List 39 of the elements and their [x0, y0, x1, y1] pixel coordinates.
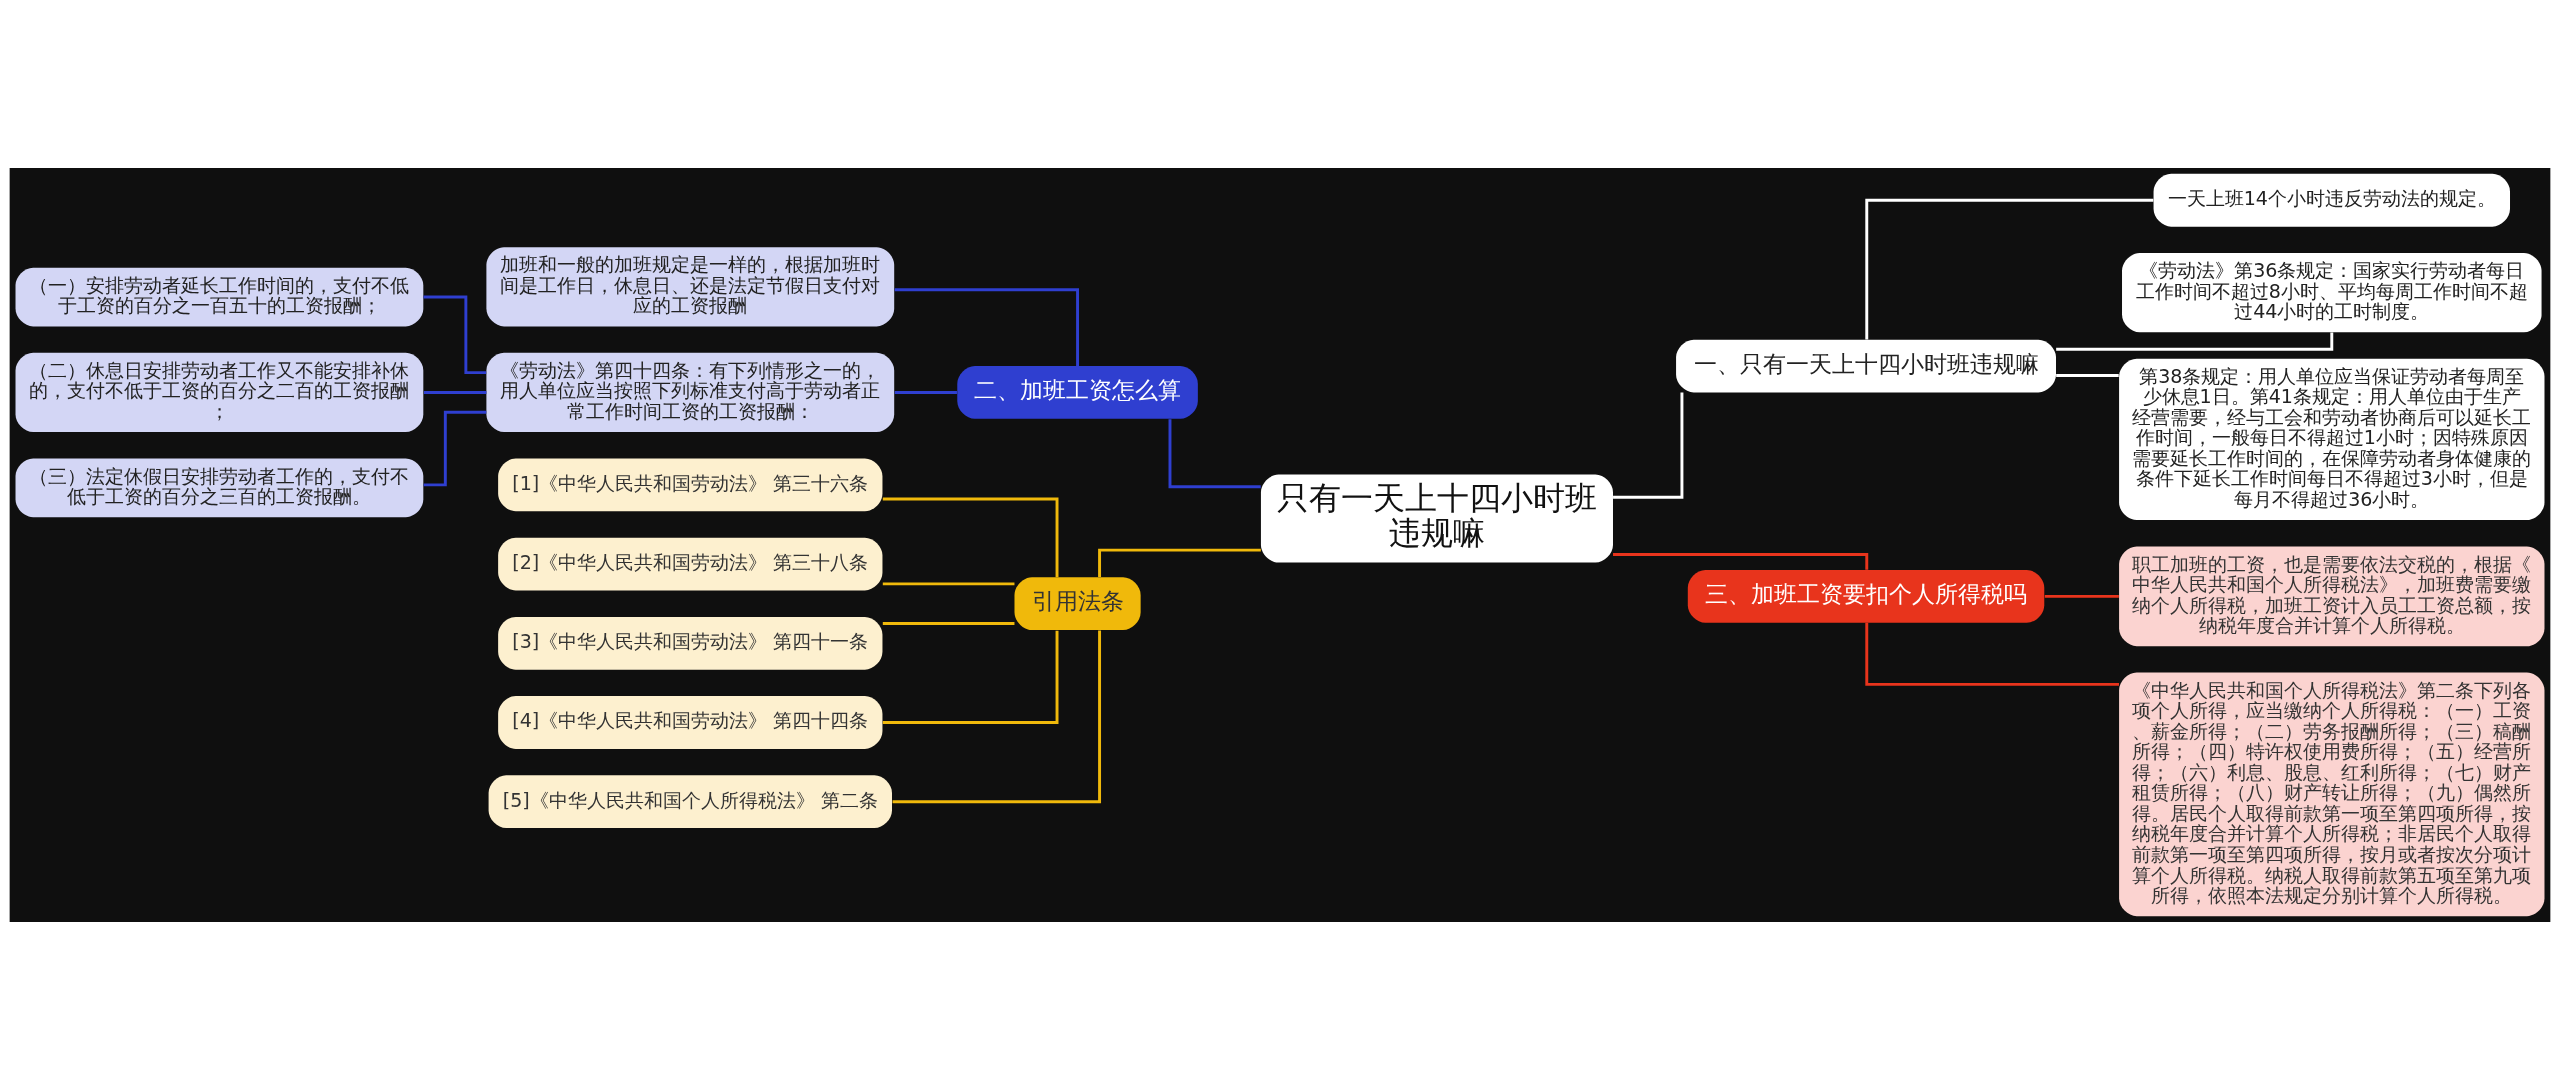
connector: [894, 390, 957, 394]
connector: [1098, 548, 1261, 577]
node-box: 《劳动法》第四十四条：有下列情形之一的，用人单位应当按照下列标准支付高于劳动者正常工作时间工资的工资报酬：: [486, 352, 895, 433]
node-box: 一天上班14个小时违反劳动法的规定。: [2153, 173, 2510, 227]
node-box: 只有一天上十四小时班违规嘛: [1260, 474, 1613, 563]
node-box: 职工加班的工资，也是需要依法交税的，根据《中华人民共和国个人所得税法》，加班费需要缴纳个人所得税，加班工资计入员工工资总额，按纳税年度合并计算个人所得税。: [2119, 546, 2545, 647]
node-box: [5]《中华人民共和国个人所得税法》 第二条: [488, 775, 892, 829]
node-box: （二）休息日安排劳动者工作又不能安排补休的，支付不低于工资的百分之二百的工资报酬；: [15, 352, 424, 433]
connector: [423, 390, 487, 394]
node-box: 引用法条: [1014, 577, 1141, 631]
node-box: [4]《中华人民共和国劳动法》 第四十四条: [498, 696, 883, 749]
node-box: 《劳动法》第36条规定：国家实行劳动者每日工作时间不超过8小时、平均每周工作时间不超过44小时的工时制度。: [2122, 253, 2542, 333]
node-box: [2]《中华人民共和国劳动法》 第三十八条: [498, 537, 883, 591]
node-box: 《中华人民共和国个人所得税法》第二条下列各项个人所得，应当缴纳个人所得税：（一）工资、薪金所得；（二）劳务报酬所得；（三）稿酬所得；（四）特许权使用费所得；（五）经营所得；（六）利息、股息、红利所得；（七）财产租赁所得；（八）财产转让所得；（九）偶然所得。居民个人取得前款第一项至第四项所得，按纳税年度合并计算个人所得税；非居民个人取得前款第一项至第四项所得，按月或者按次分项计算个人所得税。纳税人取得前款第五项至第九项所得，依照本法规定分别计算个人所得税。: [2119, 672, 2545, 917]
connector: [882, 622, 1015, 625]
node-box: [3]《中华人民共和国劳动法》 第四十一条: [498, 616, 883, 670]
node-box: 一、只有一天上十四小时班违规嘛: [1676, 339, 2056, 393]
node-box: 第38条规定：用人单位应当保证劳动者每周至少休息1日。第41条规定：用人单位由于生产经营需要，经与工会和劳动者协商后可以延长工作时间，一般每日不得超过1小时；因特殊原因需要延长工作时间的，在保障劳动者身体健康的条件下延长工作时间每日不得超过3小时，但是每月不得超过36小时。: [2119, 358, 2545, 521]
connector: [894, 288, 1080, 366]
connector: [1865, 198, 2154, 340]
node-box: 三、加班工资要扣个人所得税吗: [1687, 569, 2045, 623]
node-box: （三）法定休假日安排劳动者工作的，支付不低于工资的百分之三百的工资报酬。: [15, 458, 424, 518]
connector: [1865, 622, 2119, 686]
connector: [1613, 392, 1684, 499]
node-box: [1]《中华人民共和国劳动法》 第三十六条: [498, 458, 883, 512]
connector: [882, 630, 1059, 724]
connector: [2044, 594, 2119, 598]
connector: [882, 582, 1015, 586]
connector: [423, 295, 487, 375]
connector: [1613, 553, 1869, 570]
connector: [2056, 332, 2334, 351]
connector: [423, 410, 487, 487]
node-box: 加班和一般的加班规定是一样的，根据加班时间是工作日，休息日、还是法定节假日支付对应的工资报酬: [486, 247, 895, 327]
node-box: （一）安排劳动者延长工作时间的，支付不低于工资的百分之一百五十的工资报酬；: [15, 267, 424, 327]
connector: [2056, 374, 2119, 378]
node-box: 二、加班工资怎么算: [957, 366, 1198, 419]
connector: [1168, 419, 1261, 489]
connector: [892, 630, 1102, 804]
connector: [882, 497, 1059, 578]
